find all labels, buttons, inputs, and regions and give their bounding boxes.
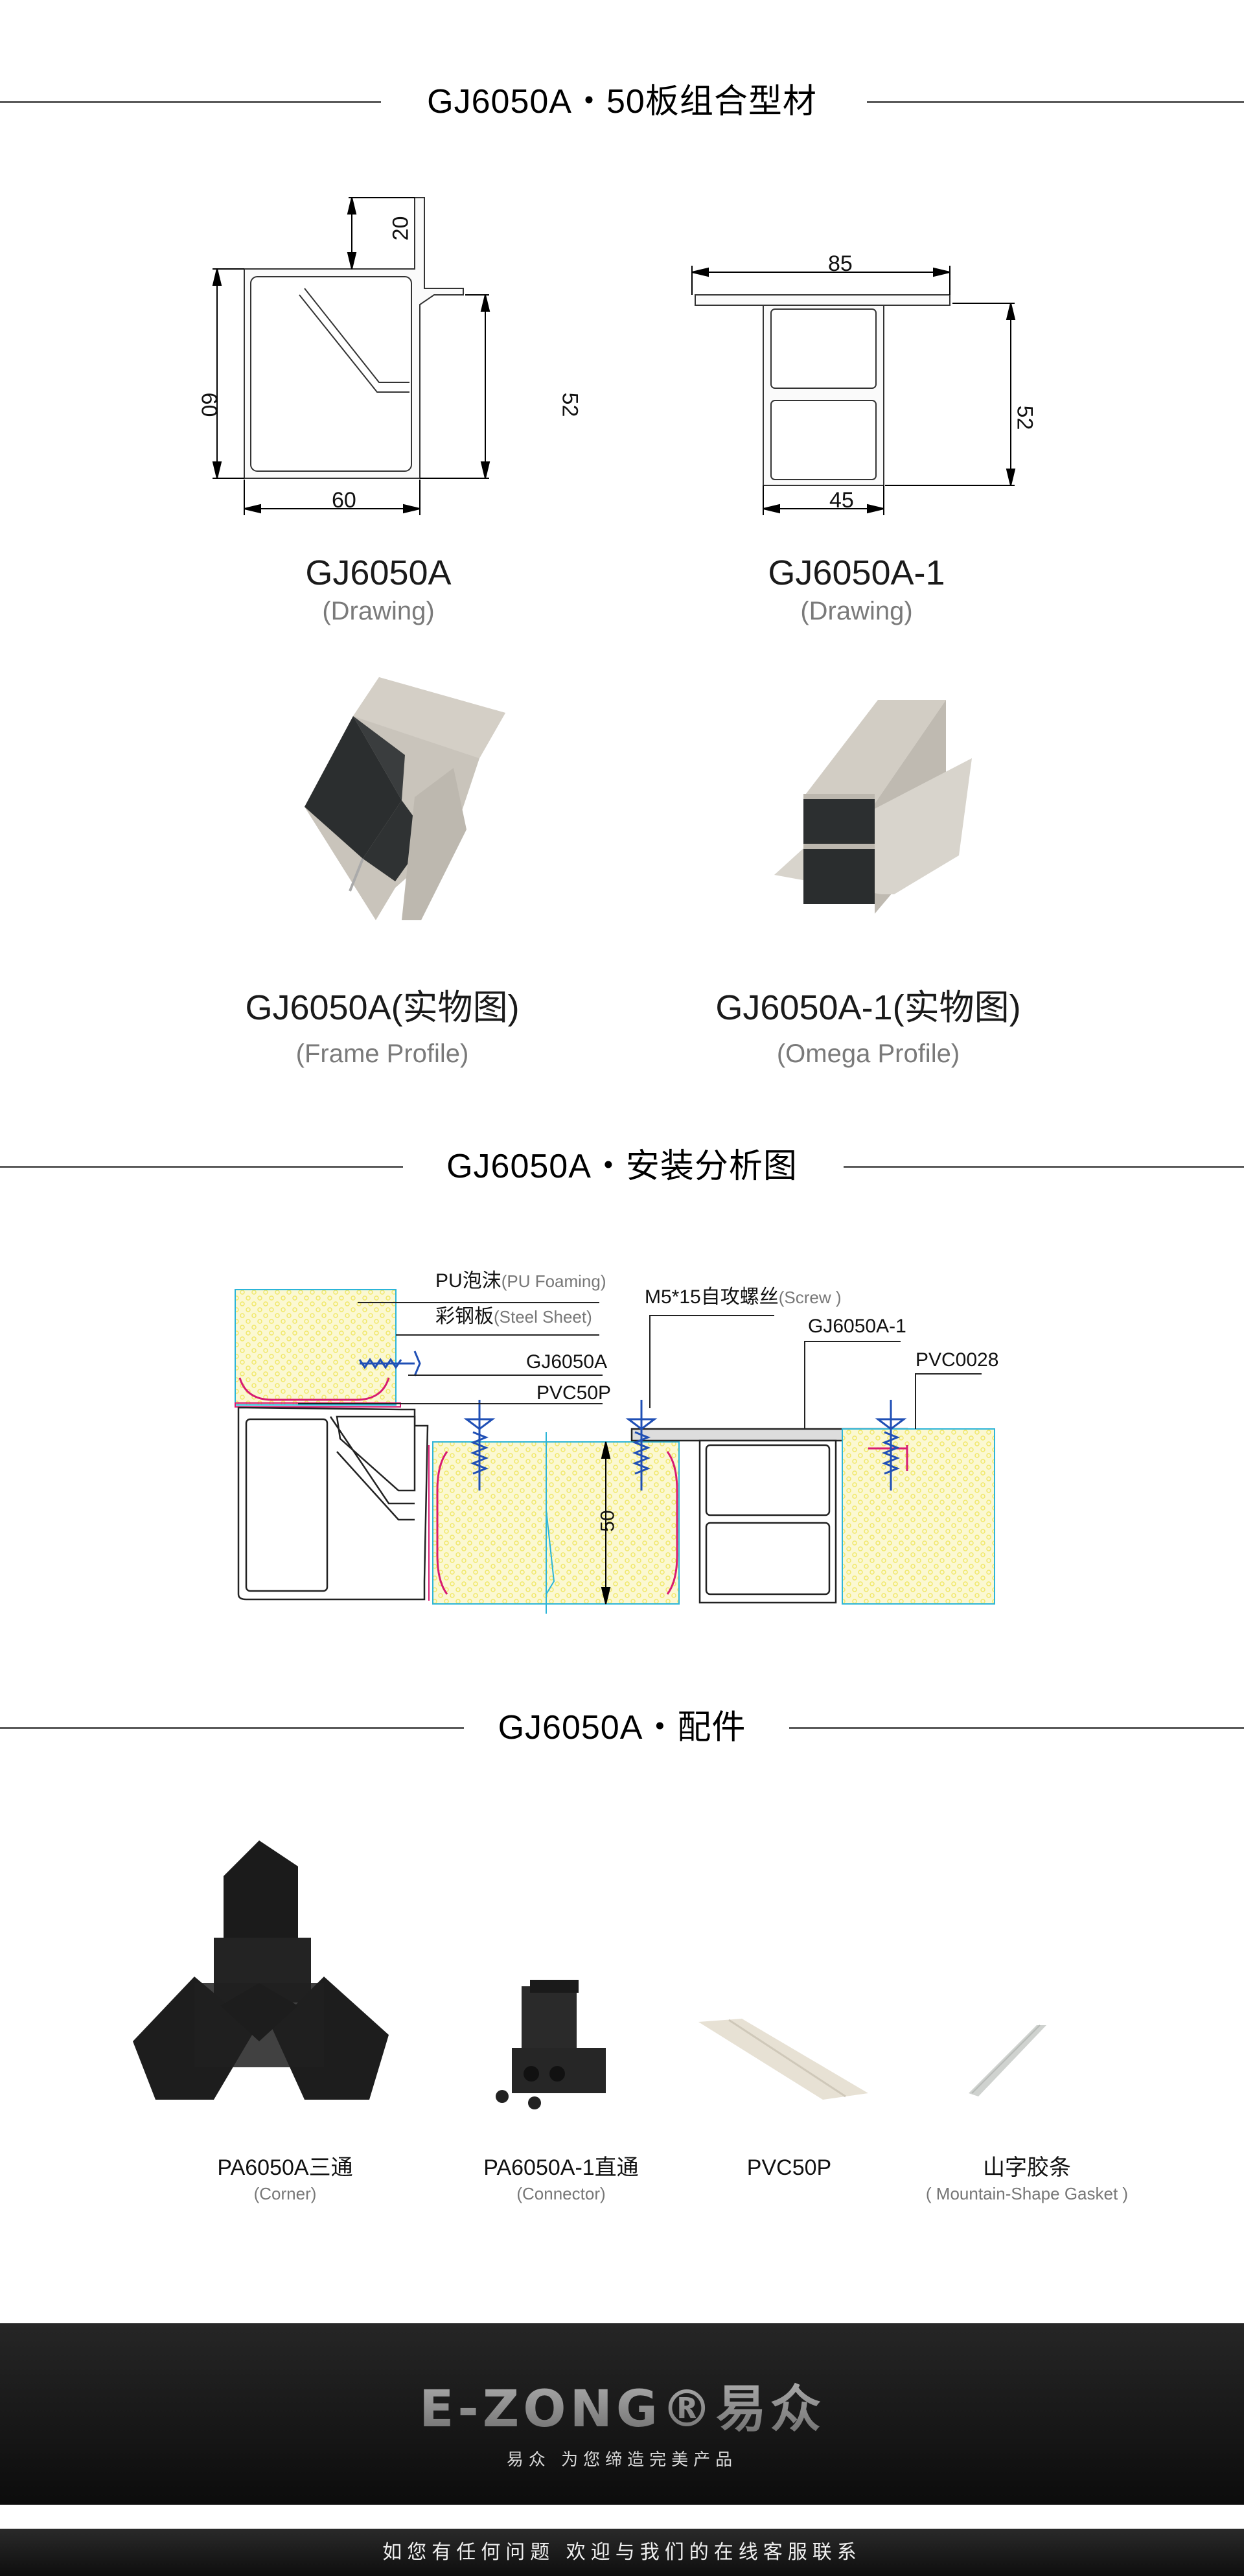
- footer-brand-banner: E-ZONG®易众 易众 为您缔造完美产品: [0, 2323, 1244, 2505]
- accessory-name-corner: PA6050A三通: [217, 2155, 353, 2180]
- contact-bar: 如您有任何问题 欢迎与我们的在线客服联系: [0, 2529, 1244, 2576]
- label-steel-sheet-cn: 彩钢板: [435, 1306, 494, 1327]
- label-screw-en: (Screw ): [778, 1288, 842, 1307]
- divider-left: [0, 101, 381, 103]
- frame-profile-photo: [305, 677, 505, 920]
- omega-profile-photo: [774, 700, 972, 914]
- accessory-sub-connector: (Connector): [516, 2184, 606, 2203]
- accessory-sub-corner: (Corner): [253, 2184, 317, 2203]
- accessory-name-pvc50p: PVC50P: [746, 2155, 832, 2180]
- photo-subcaption-frame: (Frame Profile): [295, 1039, 469, 1068]
- section-heading: GJ6050A・安装分析图: [446, 1148, 798, 1185]
- accessory-sub-gasket: ( Mountain-Shape Gasket ): [925, 2184, 1129, 2203]
- label-omega-profile: GJ6050A-1: [808, 1316, 906, 1337]
- divider-right: [844, 1166, 1244, 1168]
- drawing-subcaption-gj6050a-1: (Drawing): [800, 597, 913, 625]
- gj6050a-1-drawing: [691, 266, 1016, 515]
- section-heading: GJ6050A・配件: [498, 1709, 746, 1746]
- label-screw-cn: M5*15自攻螺丝: [645, 1286, 779, 1308]
- section-title-accessories: GJ6050A・配件: [0, 1702, 1244, 1754]
- label-pu-foam-cn: PU泡沫: [435, 1270, 501, 1292]
- drawing-caption-gj6050a: GJ6050A: [305, 553, 452, 592]
- label-pvc-gasket: PVC0028: [916, 1349, 999, 1371]
- label-steel-sheet-en: (Steel Sheet): [494, 1307, 592, 1327]
- dim-label-top-width: 85: [828, 251, 853, 276]
- corner-connector-photo: [133, 1840, 389, 2100]
- dim-label-bottom-width: 45: [829, 488, 854, 513]
- installation-diagram: [235, 1289, 995, 1614]
- photo-caption-frame: GJ6050A(实物图): [245, 988, 520, 1027]
- straight-connector-photo: [496, 1980, 606, 2109]
- divider-right: [867, 101, 1244, 103]
- label-screw: M5*15自攻螺丝(Screw ): [645, 1286, 842, 1308]
- photo-caption-omega: GJ6050A-1(实物图): [715, 988, 1021, 1027]
- label-pvc-strip: PVC50P: [536, 1382, 612, 1404]
- section-title-profiles: GJ6050A・50板组合型材: [0, 76, 1244, 128]
- dim-label-width: 60: [332, 488, 356, 513]
- pvc50p-photo: [698, 2019, 868, 2100]
- accessory-name-gasket: 山字胶条: [983, 2155, 1071, 2180]
- gj6050a-drawing: [212, 197, 490, 515]
- divider-right: [789, 1727, 1244, 1729]
- label-pu-foam: PU泡沫(PU Foaming): [435, 1270, 606, 1292]
- contact-text: 如您有任何问题 欢迎与我们的在线客服联系: [382, 2541, 862, 2564]
- brand-logo: E-ZONG®易众: [0, 2369, 1244, 2441]
- photo-subcaption-omega: (Omega Profile): [776, 1039, 960, 1068]
- divider-left: [0, 1166, 403, 1168]
- divider-left: [0, 1727, 464, 1729]
- section-heading: GJ6050A・50板组合型材: [427, 83, 817, 121]
- brand-slogan: 易众 为您缔造完美产品: [506, 2450, 738, 2470]
- label-pu-foam-en: (PU Foaming): [501, 1271, 606, 1291]
- gasket-photo: [969, 2025, 1046, 2096]
- label-steel-sheet: 彩钢板(Steel Sheet): [435, 1306, 592, 1328]
- label-frame-profile: GJ6050A: [526, 1351, 608, 1373]
- drawing-caption-gj6050a-1: GJ6050A-1: [768, 553, 945, 592]
- drawing-subcaption-gj6050a: (Drawing): [322, 597, 435, 625]
- accessory-name-connector: PA6050A-1直通: [483, 2155, 639, 2180]
- section-title-installation: GJ6050A・安装分析图: [0, 1141, 1244, 1192]
